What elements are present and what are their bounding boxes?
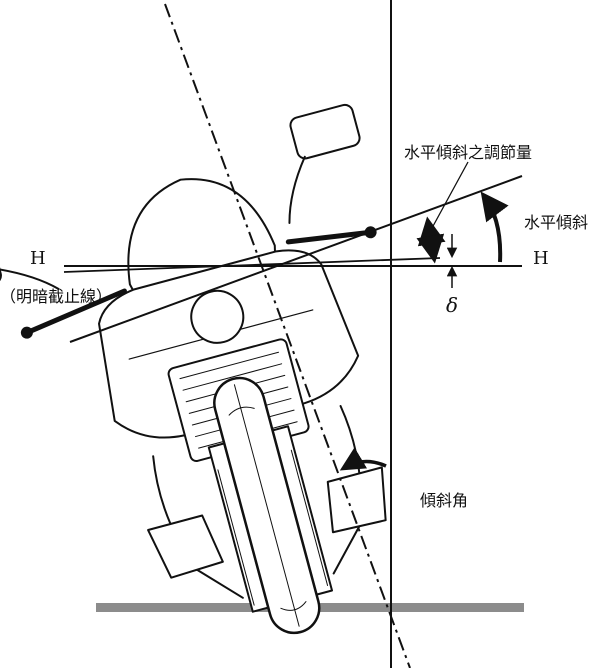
cutoff-line-tilted-short [63, 257, 441, 273]
label-h-left: H [30, 248, 46, 269]
label-cutoff-line: （明暗截止線） [0, 287, 112, 306]
mirror-left [0, 241, 60, 297]
label-adjustment-amount: 水平傾斜之調節量 [404, 143, 532, 162]
horizontal-tilt-arc [480, 191, 509, 263]
mirror-right [288, 103, 361, 224]
label-horizontal-tilt: 水平傾斜 [524, 213, 588, 232]
label-lean-angle: 傾斜角 [420, 491, 468, 510]
lean-centerline [164, 3, 411, 668]
adjustment-leader [431, 161, 469, 229]
label-delta: δ [446, 293, 458, 317]
headlight [190, 289, 245, 344]
adjustment-arrow [416, 216, 446, 264]
motorcycle-sketch [0, 103, 387, 635]
cutoff-line-tilted [69, 175, 523, 343]
label-h-right: H [533, 248, 549, 269]
lean-angle-arc [339, 447, 387, 471]
handlebar [24, 229, 374, 336]
